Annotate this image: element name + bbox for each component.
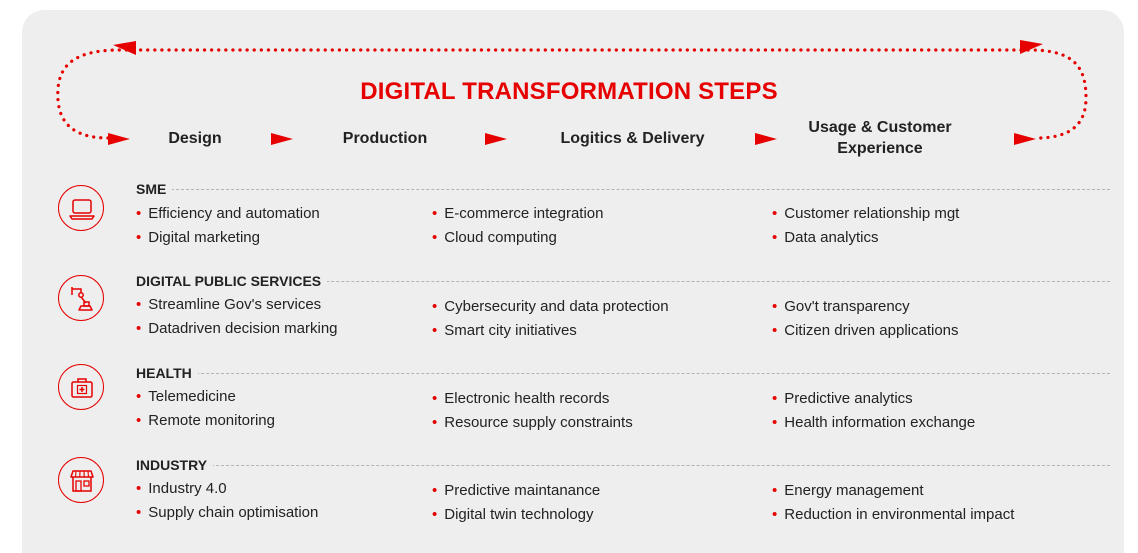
list-item: •Data analytics	[772, 229, 879, 246]
step-arrow	[271, 133, 293, 145]
laptop-icon	[58, 185, 104, 231]
list-item: •Cybersecurity and data protection	[432, 298, 669, 315]
step-usage-customer-experience: Usage & Customer Experience	[808, 119, 952, 157]
list-item: •Supply chain optimisation	[136, 504, 319, 521]
list-item: •Digital marketing	[136, 229, 260, 246]
diagram-title: DIGITAL TRANSFORMATION STEPS	[360, 78, 778, 105]
list-item: •Electronic health records	[432, 390, 610, 407]
loop-arrowhead-right	[1020, 40, 1043, 54]
list-item: •Industry 4.0	[136, 480, 227, 497]
list-item: •Predictive maintanance	[432, 482, 601, 499]
section-divider	[136, 373, 1110, 374]
step-design: Design	[168, 130, 222, 147]
step-arrow	[755, 133, 777, 145]
loop-dotted-path	[56, 48, 1088, 140]
list-item: •Energy management	[772, 482, 924, 499]
list-item: •Datadriven decision marking	[136, 320, 338, 337]
section-title-industry: INDUSTRY	[136, 457, 214, 473]
list-item: •Cloud computing	[432, 229, 557, 246]
list-item: •Customer relationship mgt	[772, 205, 960, 222]
list-item: •Predictive analytics	[772, 390, 913, 407]
list-item: •Digital twin technology	[432, 506, 594, 523]
list-item: •Remote monitoring	[136, 412, 275, 429]
section-title-digital-public-services: DIGITAL PUBLIC SERVICES	[136, 273, 328, 289]
section-divider	[136, 189, 1110, 190]
step-arrow	[485, 133, 507, 145]
store-icon	[58, 457, 104, 503]
step-production: Production	[342, 130, 428, 147]
list-item: •E-commerce integration	[432, 205, 604, 222]
section-title-sme: SME	[136, 181, 173, 197]
list-item: •Streamline Gov's services	[136, 296, 322, 313]
list-item: •Gov't transparency	[772, 298, 910, 315]
medical-kit-icon	[58, 364, 104, 410]
section-title-health: HEALTH	[136, 365, 198, 381]
robot-arm-icon	[58, 275, 104, 321]
section-divider	[136, 281, 1110, 282]
section-divider	[136, 465, 1110, 466]
list-item: •Health information exchange	[772, 414, 976, 431]
step-arrow	[108, 133, 130, 145]
list-item: •Telemedicine	[136, 388, 236, 405]
list-item: •Smart city initiatives	[432, 322, 577, 339]
step-arrow	[1014, 133, 1036, 145]
list-item: •Resource supply constraints	[432, 414, 633, 431]
list-item: •Citizen driven applications	[772, 322, 959, 339]
loop-arrowhead-left	[113, 41, 136, 55]
list-item: •Reduction in environmental impact	[772, 506, 1015, 523]
list-item: •Efficiency and automation	[136, 205, 320, 222]
step-logistics-delivery: Logitics & Delivery	[560, 130, 705, 147]
